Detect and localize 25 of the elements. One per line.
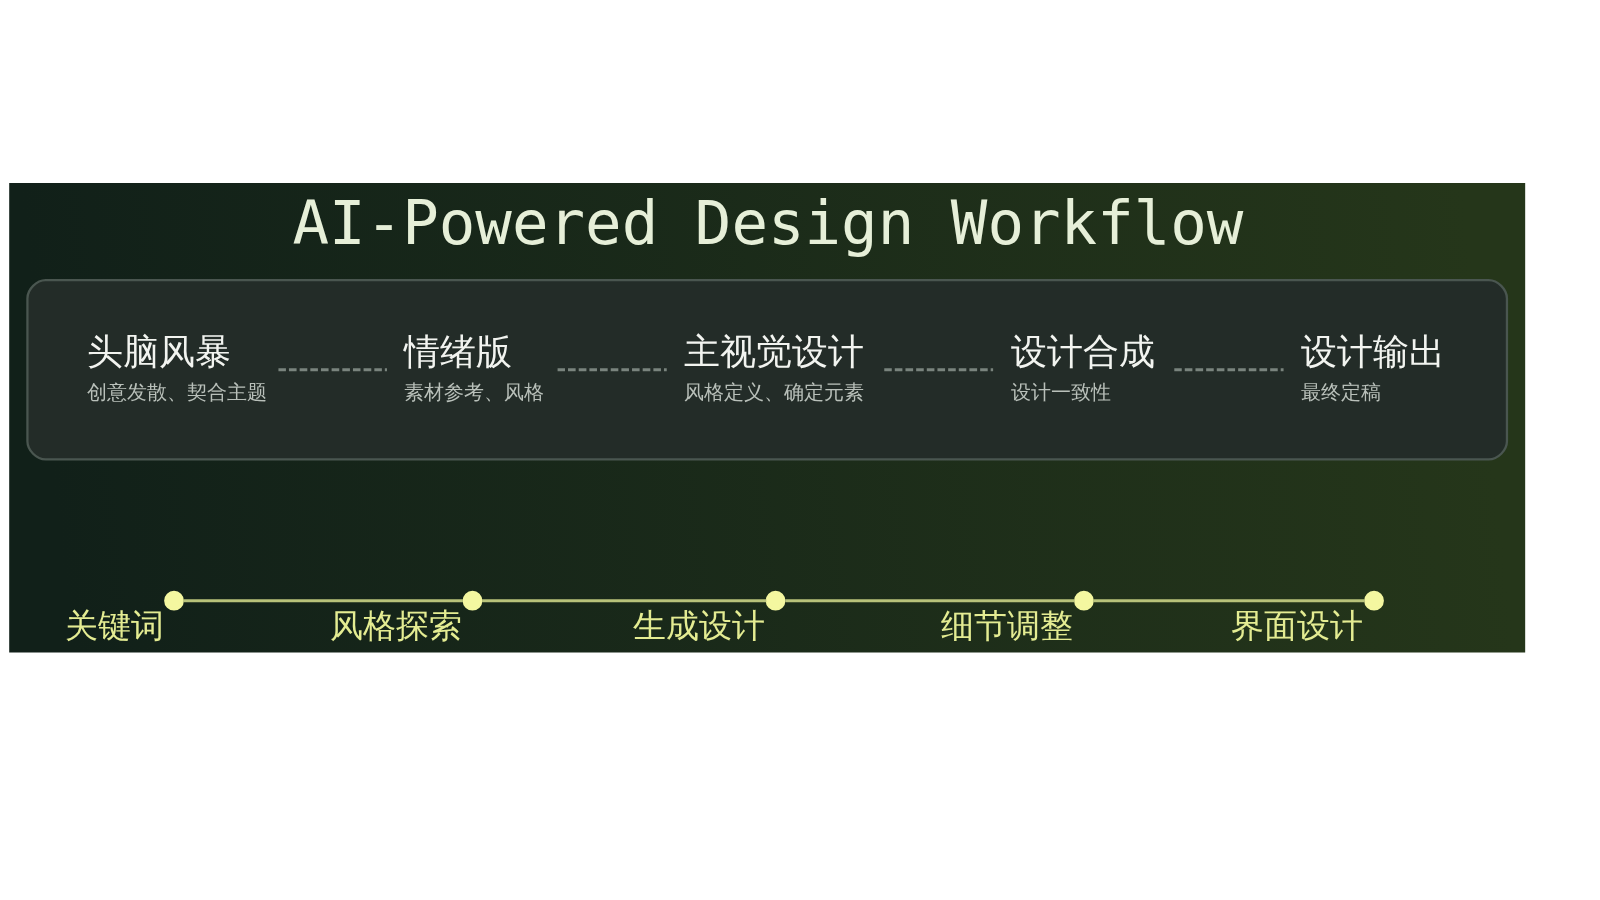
connector <box>1174 367 1284 371</box>
node-text: 情绪版 素材参考、风格 <box>404 329 545 404</box>
connector <box>884 367 994 371</box>
node-circle <box>765 590 786 611</box>
connector <box>557 367 667 371</box>
node-circle <box>1074 590 1094 611</box>
node-label: 风格探索 <box>329 605 462 645</box>
connector <box>785 598 1075 602</box>
connector <box>278 367 387 371</box>
node-text: 设计输出 最终定稿 <box>1301 329 1446 404</box>
connector <box>183 598 463 602</box>
connector <box>1093 598 1365 602</box>
diagram-title: AI-Powered Design Workflow <box>292 187 1244 258</box>
node-label: 细节调整 <box>941 605 1074 645</box>
node-label: 关键词 <box>64 605 164 645</box>
node-text: 设计合成 设计一致性 <box>1010 329 1155 404</box>
node-text: 主视觉设计 风格定义、确定元素 <box>684 329 865 404</box>
node-circle <box>164 590 184 611</box>
node-text: 头脑风暴 创意发散、契合主题 <box>87 329 268 404</box>
node-label: 界面设计 <box>1231 605 1364 645</box>
connector <box>482 598 767 602</box>
node-circle <box>462 590 483 611</box>
cluster <box>26 278 1509 461</box>
node-label: 生成设计 <box>632 605 765 645</box>
node-circle <box>1364 590 1384 611</box>
